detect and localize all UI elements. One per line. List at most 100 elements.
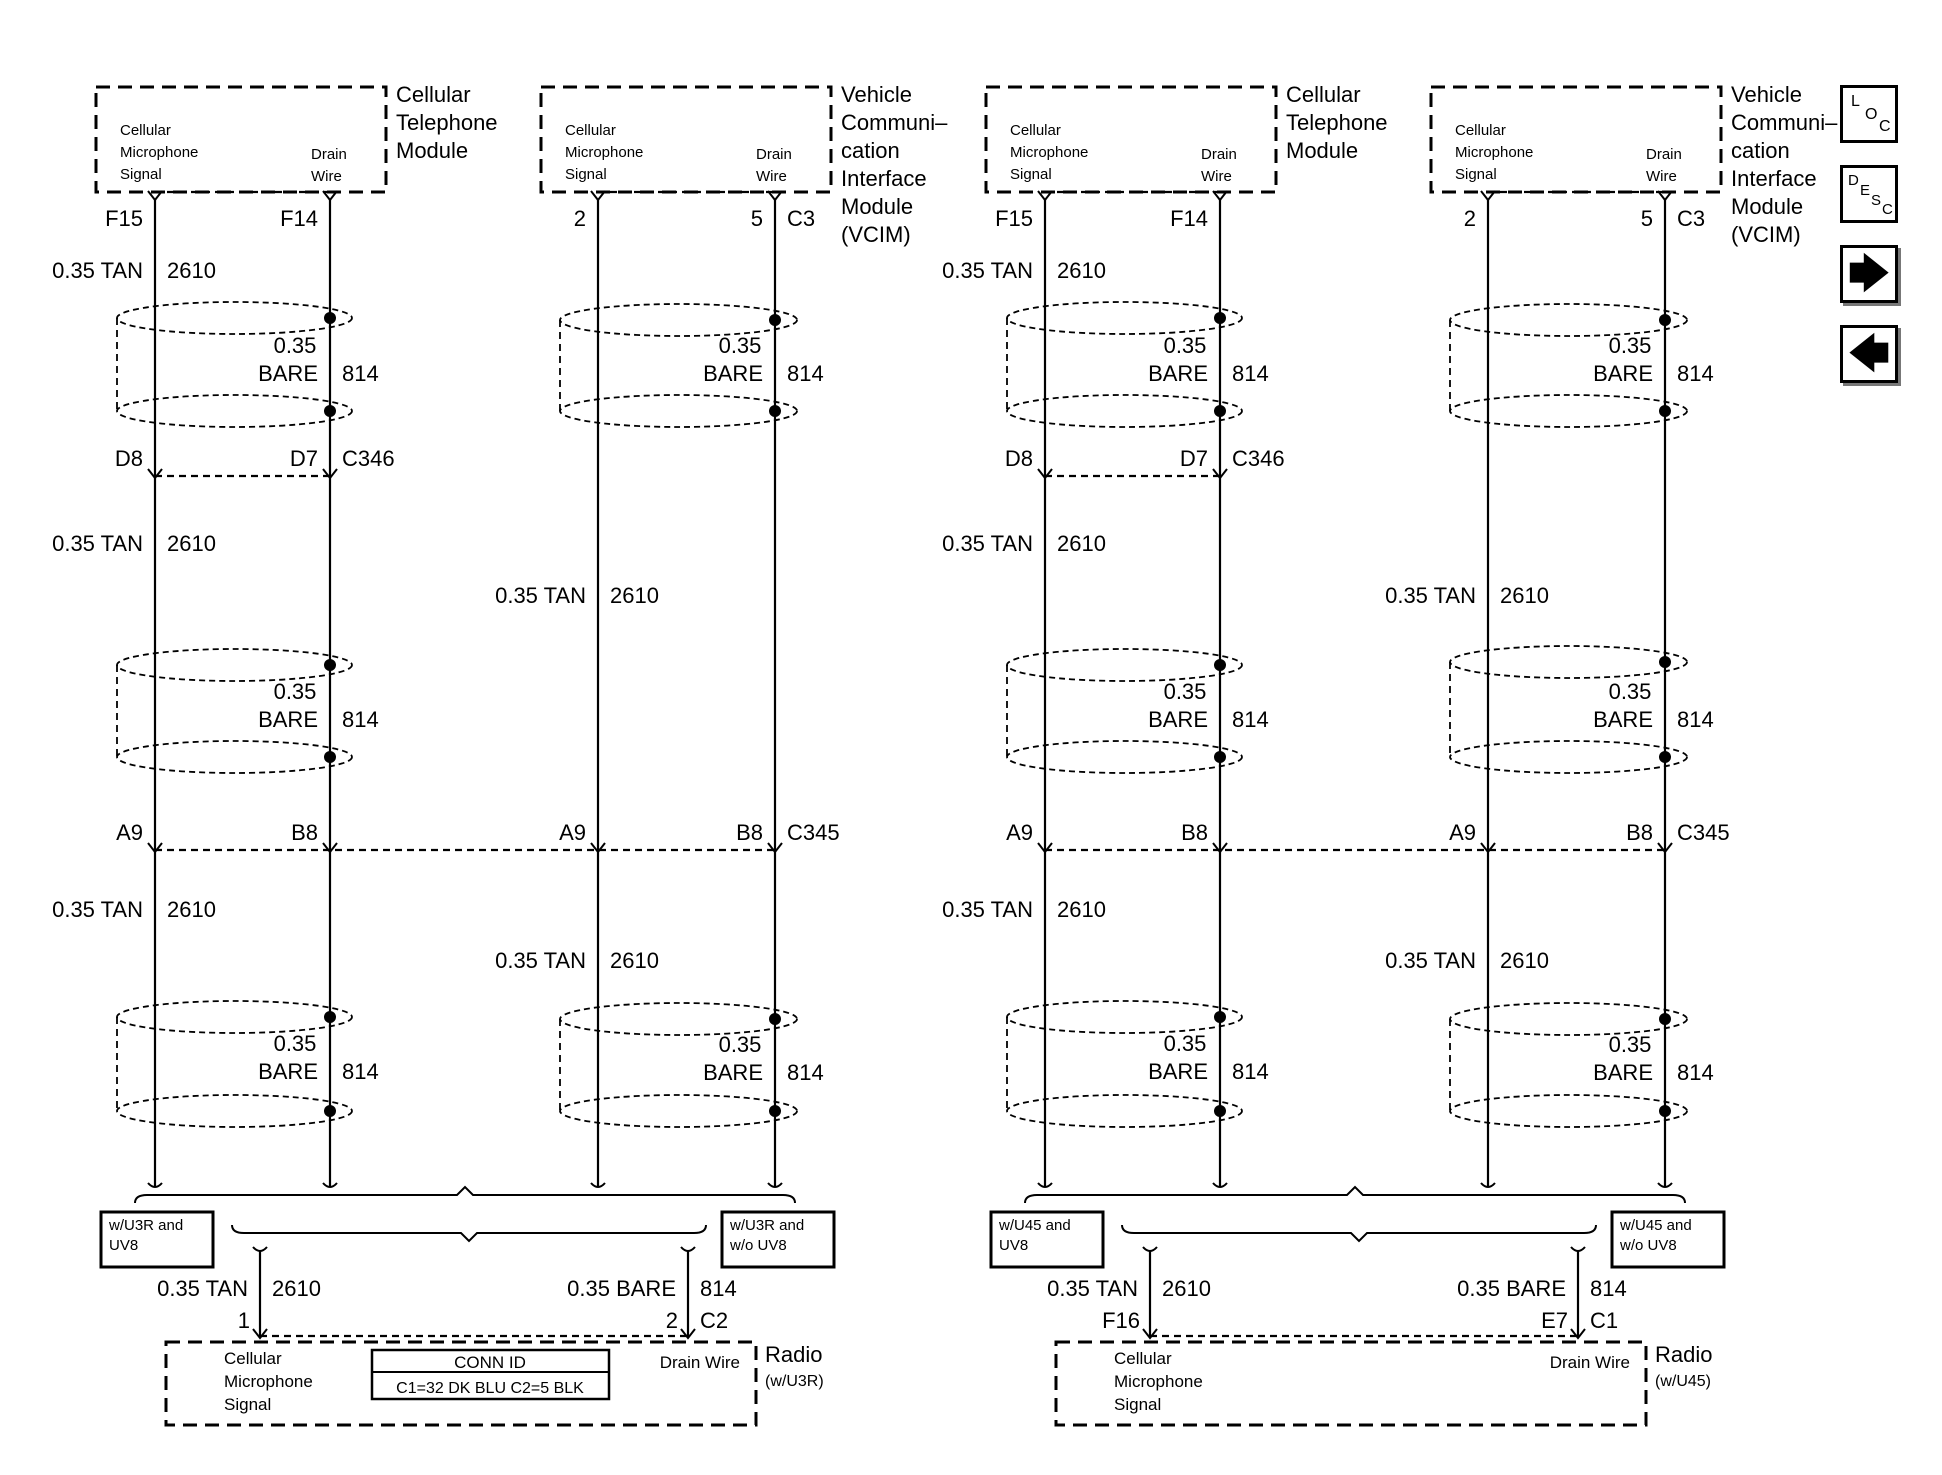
wire-gauge-label: 0.35	[1164, 679, 1207, 704]
loc-letter: O	[1865, 106, 1878, 123]
brace	[134, 1185, 796, 1204]
previous-button[interactable]: 🡄	[1840, 325, 1898, 383]
cellular-module-label: Telephone	[1286, 110, 1388, 135]
pin-label: D8	[1005, 446, 1033, 471]
module-pin-label: Microphone	[120, 144, 198, 161]
wire-terminal-icon	[590, 1182, 606, 1188]
conn-id-value: C1=32 DK BLU C2=5 BLK	[396, 1380, 584, 1397]
radio-pin-label: Signal	[224, 1395, 271, 1414]
wire-color-label: 0.35 TAN	[1385, 948, 1476, 973]
vcim-label: Module	[1731, 194, 1803, 219]
splice-dot	[1659, 1013, 1671, 1025]
connector-pin-icon	[590, 190, 606, 202]
wire-gauge-label: 0.35	[1164, 1031, 1207, 1056]
shield-top	[559, 303, 798, 337]
wire-color-label: 0.35 TAN	[157, 1276, 248, 1301]
wire-gauge-label: 0.35	[274, 333, 317, 358]
shield-bottom	[1006, 394, 1243, 428]
radio-pin-label: Drain Wire	[1550, 1353, 1630, 1372]
circuit-label: 2610	[610, 948, 659, 973]
shield-top	[116, 301, 353, 335]
wire-gauge-label: 0.35	[1609, 333, 1652, 358]
connector-pin-icon	[1212, 468, 1228, 480]
radio-outline	[1054, 1340, 1648, 1427]
splice-dot	[769, 1013, 781, 1025]
circuit-label: 814	[342, 707, 379, 732]
module-pin-label: Cellular	[1010, 122, 1061, 139]
connector-label: C345	[1677, 820, 1730, 845]
module-pin-label: Drain	[1201, 146, 1237, 163]
connector-pin-icon	[1212, 190, 1228, 202]
left-arrow-icon: 🡄	[1848, 332, 1890, 376]
shield-bottom	[116, 1094, 353, 1128]
circuit-label: 2610	[272, 1276, 321, 1301]
circuit-label: 2610	[167, 531, 216, 556]
splice-dot	[1214, 1105, 1226, 1117]
shield-bottom	[559, 394, 798, 428]
module-pin-label: Drain	[1646, 146, 1682, 163]
module-pin-label: Drain	[756, 146, 792, 163]
loc-letter: C	[1879, 118, 1891, 135]
wire-color-label: BARE	[703, 1060, 763, 1085]
connector-pin-icon	[767, 190, 783, 202]
shield-top	[1006, 1000, 1243, 1034]
module-pin-label: Wire	[1201, 168, 1232, 185]
shield-bottom	[116, 394, 353, 428]
option-box	[99, 1210, 215, 1269]
pin-label: A9	[559, 820, 586, 845]
loc-button[interactable]: L O C	[1840, 85, 1898, 143]
module-pin-label: Signal	[1455, 166, 1497, 183]
radio-pin-label: Microphone	[1114, 1372, 1203, 1391]
option-label: w/o UV8	[729, 1237, 787, 1254]
option-box	[720, 1210, 836, 1269]
circuit-label: 2610	[1057, 897, 1106, 922]
radio-label: Radio	[1655, 1342, 1712, 1367]
cellular-module-label: Cellular	[396, 82, 471, 107]
brace	[231, 1224, 707, 1243]
pin-label: F16	[1102, 1308, 1140, 1333]
module-pin-label: Signal	[120, 166, 162, 183]
wire-color-label: BARE	[1593, 707, 1653, 732]
connector-pin-icon	[147, 842, 163, 854]
wire-terminal-icon	[322, 1182, 338, 1188]
next-button[interactable]: 🡆	[1840, 245, 1898, 303]
brace	[1024, 1185, 1686, 1204]
splice-dot	[769, 1105, 781, 1117]
shield-top	[116, 1000, 353, 1034]
radio-pin-label: Microphone	[224, 1372, 313, 1391]
wire-color-label: BARE	[703, 361, 763, 386]
wire-color-label: 0.35 TAN	[52, 258, 143, 283]
conn-id-box	[370, 1348, 611, 1401]
option-box	[1610, 1210, 1726, 1269]
radio-pin-label: Signal	[1114, 1395, 1161, 1414]
radio-option-label: (w/U45)	[1655, 1373, 1711, 1390]
splice-dot	[324, 659, 336, 671]
vcim-label: (VCIM)	[841, 222, 911, 247]
wire-terminal-icon	[147, 1182, 163, 1188]
radio-label: Radio	[765, 1342, 822, 1367]
vcim-label: cation	[841, 138, 900, 163]
circuit-label: 814	[787, 361, 824, 386]
wire-terminal-icon	[767, 1182, 783, 1188]
shield-bottom	[1449, 1094, 1688, 1128]
option-label: UV8	[109, 1237, 138, 1254]
splice-dot	[324, 312, 336, 324]
desc-button[interactable]: D E S C	[1840, 165, 1898, 223]
pin-label: B8	[1181, 820, 1208, 845]
module-pin-label: Wire	[1646, 168, 1677, 185]
pin-label: B8	[1626, 820, 1653, 845]
option-label: w/o UV8	[1619, 1237, 1677, 1254]
shield-top	[1006, 301, 1243, 335]
circuit-label: 814	[1232, 1059, 1269, 1084]
loc-letter: L	[1851, 93, 1860, 110]
wire-terminal-icon	[1212, 1182, 1228, 1188]
wire-color-label: BARE	[1148, 707, 1208, 732]
connector-pin-icon	[147, 190, 163, 202]
connector-label: C345	[787, 820, 840, 845]
module-pin-label: Signal	[1010, 166, 1052, 183]
circuit-label: 2610	[610, 583, 659, 608]
cellular-module-label: Cellular	[1286, 82, 1361, 107]
connector-pin-icon	[1142, 1328, 1158, 1340]
wire-color-label: 0.35 TAN	[52, 531, 143, 556]
pin-label: B8	[291, 820, 318, 845]
